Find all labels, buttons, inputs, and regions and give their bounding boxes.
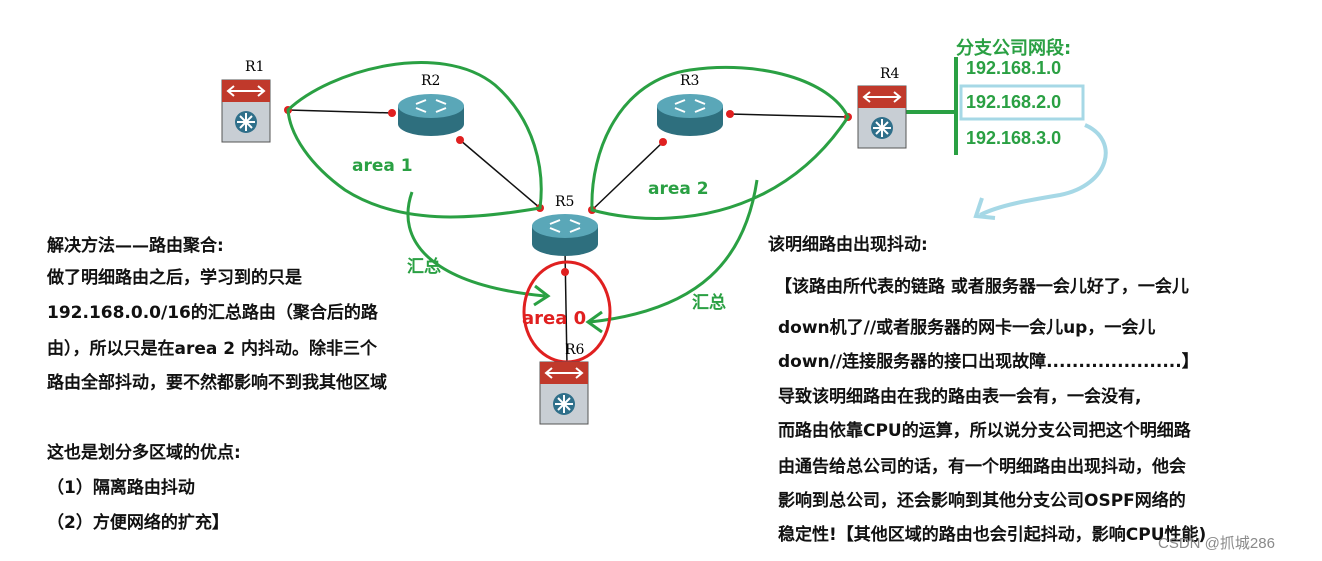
right-notes-line: 稳定性!【其他区域的路由也会引起抖动，影响CPU性能) <box>778 525 1207 545</box>
highlight-box <box>959 84 1085 121</box>
branch-bracket <box>905 57 958 155</box>
r2-router-icon[interactable] <box>398 94 464 136</box>
link-r3-r4 <box>729 113 849 118</box>
right-notes-line: 影响到总公司，还会影响到其他分支公司OSPF网络的 <box>778 491 1186 511</box>
summary-label-right: 汇总 <box>692 293 726 313</box>
r3-router-icon[interactable] <box>657 94 723 136</box>
r4-label: R4 <box>880 66 900 82</box>
left-notes-line: 192.168.0.0/16的汇总路由（聚合后的路 <box>47 303 378 323</box>
flap-arrowhead <box>973 197 996 220</box>
r1-switch-icon[interactable] <box>221 79 271 143</box>
right-notes-line: down//连接服务器的接口出现故障.....................】 <box>778 352 1199 372</box>
right-notes-line: 【该路由所代表的链路 或者服务器一会儿好了，一会儿 <box>775 277 1189 297</box>
r2-label: R2 <box>421 73 441 89</box>
subnet-3: 192.168.3.0 <box>966 128 1062 148</box>
subnet-2: 192.168.2.0 <box>966 92 1062 112</box>
advantage-item: （2）方便网络的扩充】 <box>47 513 229 533</box>
link-r3-r5 <box>591 141 664 211</box>
r5-label: R5 <box>555 194 575 210</box>
left-notes-line: 路由全部抖动，要不然都影响不到我其他区域 <box>47 373 387 393</box>
advantage-item: （1）隔离路由抖动 <box>47 478 195 498</box>
summary-arrowhead-right <box>585 310 603 334</box>
right-notes-line: 由通告给总公司的话，有一个明细路由出现抖动，他会 <box>778 457 1186 477</box>
area2-label: area 2 <box>648 179 709 199</box>
r1-label: R1 <box>245 59 265 75</box>
link-r2-r5 <box>459 139 541 209</box>
subnet-1: 192.168.1.0 <box>966 58 1062 78</box>
link-r1-r2 <box>287 109 393 114</box>
left-notes-heading: 解决方法——路由聚合: <box>47 236 224 256</box>
area0-label: area 0 <box>522 308 587 329</box>
advantages-heading: 这也是划分多区域的优点: <box>47 443 241 463</box>
area1-boundary <box>286 61 543 219</box>
branch-title: 分支公司网段: <box>956 38 1072 59</box>
watermark: CSDN @抓城286 <box>1158 535 1275 552</box>
right-notes-line: 而路由依靠CPU的运算，所以说分支公司把这个明细路 <box>778 421 1191 441</box>
right-notes-line: 导致该明细路由在我的路由表一会有，一会没有, <box>778 387 1142 407</box>
area2-boundary <box>590 66 850 220</box>
r6-switch-icon[interactable] <box>539 361 589 425</box>
left-notes-line: 由），所以只是在area 2 内抖动。除非三个 <box>47 339 378 359</box>
right-notes-heading: 该明细路由出现抖动: <box>768 235 928 255</box>
r3-label: R3 <box>680 73 700 89</box>
summary-arrowhead-left <box>533 284 551 307</box>
area1-label: area 1 <box>352 156 413 176</box>
summary-arrow-right <box>589 179 759 324</box>
summary-arrow-left <box>406 191 546 298</box>
summary-label-left: 汇总 <box>407 257 441 277</box>
r4-switch-icon[interactable] <box>857 85 907 149</box>
r5-router-icon[interactable] <box>532 214 598 256</box>
flap-arrow <box>979 123 1108 217</box>
r6-label: R6 <box>565 342 585 358</box>
right-notes-line: down机了//或者服务器的网卡一会儿up，一会儿 <box>778 318 1156 338</box>
left-notes-line: 做了明细路由之后，学习到的只是 <box>47 268 302 288</box>
